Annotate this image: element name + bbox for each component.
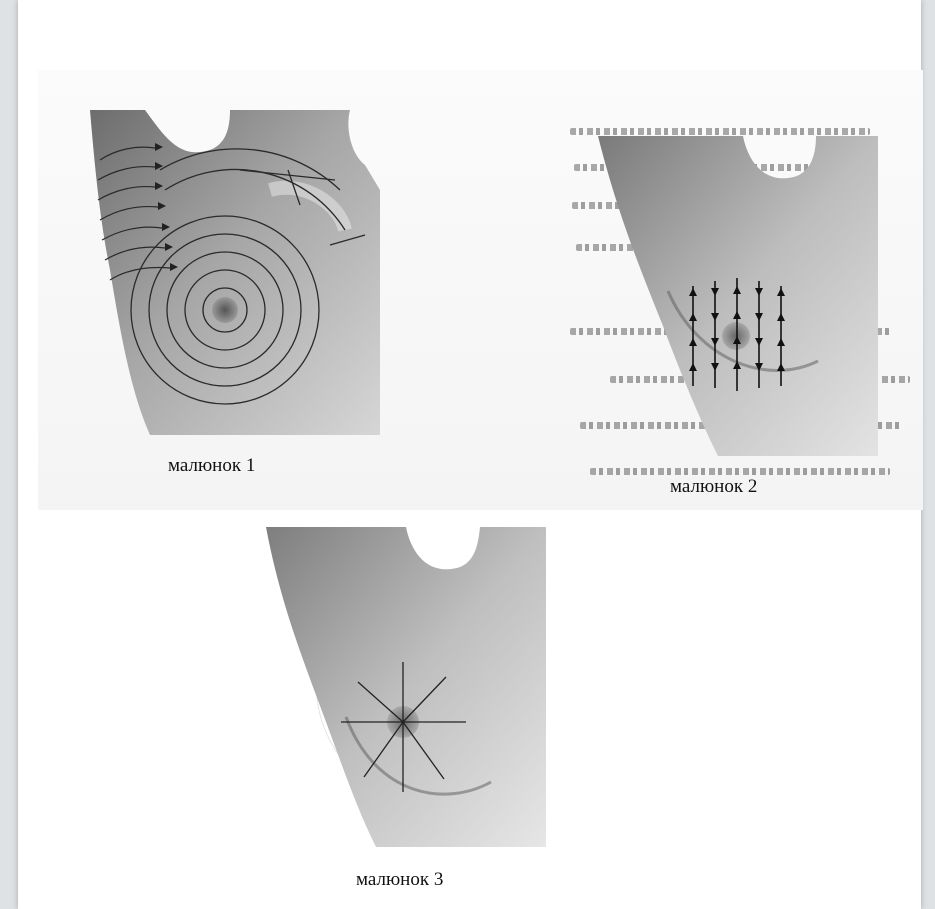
figure-1-caption: малюнок 1 [168,455,255,477]
figure-3: малюнок 3 [246,527,546,847]
figure-2-caption: малюнок 2 [670,476,757,498]
figure-3-caption: малюнок 3 [356,869,443,891]
document-page: малюнок 1 [18,0,921,909]
figure-2: малюнок 2 [578,136,878,456]
figure-1: малюнок 1 [90,110,390,435]
